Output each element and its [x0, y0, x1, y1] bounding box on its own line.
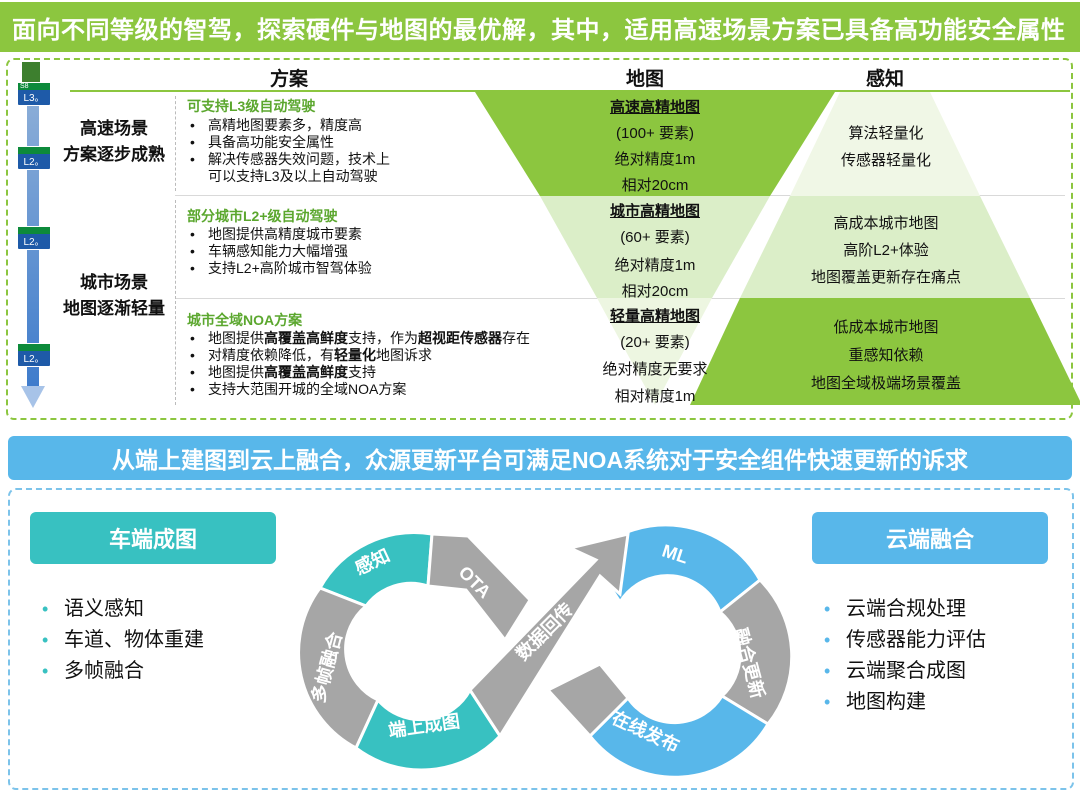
list-item: 地图提供高精度城市要素	[186, 226, 372, 243]
loop-segment-ota	[426, 532, 532, 643]
perception-line: 地图全域极端场景覆盖	[810, 375, 961, 392]
perception-line: 算法轻量化	[848, 125, 924, 142]
plan-title-l2plus: 部分城市L2+级自动驾驶	[187, 208, 338, 224]
scene-highway: 高速场景 方案逐步成熟	[63, 119, 165, 164]
map-line: 相对精度1m	[614, 388, 696, 405]
perception-line: 地图覆盖更新存在痛点	[810, 269, 961, 286]
list-item: 对精度依赖降低，有轻量化地图诉求	[186, 347, 530, 364]
list-item: 具备高功能安全属性	[186, 134, 390, 151]
list-item: 可以支持L3及以上自动驾驶	[208, 168, 378, 184]
map-funnel-urban	[540, 196, 770, 298]
list-item: 车辆感知能力大幅增强	[186, 243, 372, 260]
header-rule	[70, 90, 1070, 92]
map-funnel-highway	[475, 92, 835, 196]
scene-divider-2	[175, 200, 176, 405]
list-item: 解决传感器失效问题，技术上	[186, 151, 390, 168]
cloud-fusion-box: 云端融合	[812, 512, 1048, 564]
cloud-list: 云端合规处理 传感器能力评估 云端聚合成图 地图构建	[820, 594, 986, 718]
bottom-panel	[8, 488, 1074, 790]
list-item: 车道、物体重建	[38, 625, 204, 656]
map-line: 相对20cm	[621, 177, 689, 194]
l3-badge	[22, 62, 40, 88]
vehicle-mapping-box: 车端成图	[30, 512, 276, 564]
map-line: (60+ 要素)	[620, 229, 690, 246]
level-sign-l2-c: L2。	[17, 343, 51, 367]
map-title-urban: 城市高精地图	[609, 203, 700, 220]
level-sign-top-text: S8	[20, 83, 29, 90]
map-line: 相对20cm	[621, 283, 689, 300]
list-item: 云端聚合成图	[820, 656, 986, 687]
list-item: 云端合规处理	[820, 594, 986, 625]
list-item: 多帧融合	[38, 656, 204, 687]
top-banner-text: 面向不同等级的智驾，探索硬件与地图的最优解，其中，适用高速场景方案已具备高功能安…	[12, 16, 1066, 44]
map-title-light: 轻量高精地图	[609, 308, 700, 325]
list-item: 支持L2+高阶城市智驾体验	[186, 260, 372, 277]
loop-arrow-return-head	[545, 662, 631, 739]
list-item: 地图提供高覆盖高鲜度支持	[186, 364, 530, 381]
perception-pyramid-bottom	[690, 298, 1080, 405]
level-sign-l3: L3。	[17, 82, 51, 106]
plan-list-l3: 高精地图要素多，精度高 具备高功能安全属性 解决传感器失效问题，技术上 可以支持…	[186, 117, 390, 185]
header-perception: 感知	[866, 69, 905, 90]
list-item: 地图构建	[820, 687, 986, 718]
loop-segment-data-return	[468, 532, 630, 739]
perception-pyramid-top	[790, 92, 980, 196]
map-line: 绝对精度1m	[614, 257, 696, 274]
middle-banner: 从端上建图到云上融合，众源更新平台可满足NOA系统对于安全组件快速更新的诉求	[8, 436, 1072, 480]
header-map: 地图	[626, 69, 665, 90]
list-item: 高精地图要素多，精度高	[186, 117, 390, 134]
scene-divider-1	[175, 96, 176, 191]
top-panel	[6, 58, 1073, 420]
plan-list-noa: 地图提供高覆盖高鲜度支持，作为超视距传感器存在 对精度依赖降低，有轻量化地图诉求…	[186, 330, 530, 398]
perception-line: 重感知依赖	[848, 347, 924, 364]
list-item: 支持大范围开城的全域NOA方案	[186, 381, 530, 398]
perception-line: 高成本城市地图	[833, 215, 939, 232]
perception-line: 低成本城市地图	[833, 319, 939, 336]
level-sign-l2-b: L2。	[17, 226, 51, 250]
map-line: (100+ 要素)	[616, 125, 694, 142]
axis-arrow-icon	[21, 386, 45, 408]
perception-pyramid-mid	[740, 196, 1030, 298]
map-line: 绝对精度1m	[614, 151, 696, 168]
map-funnel-light	[597, 298, 712, 405]
scene-urban: 城市场景 地图逐渐轻量	[63, 273, 165, 318]
map-line: (20+ 要素)	[620, 334, 690, 351]
map-line: 绝对精度无要求	[602, 361, 708, 378]
perception-line: 高阶L2+体验	[843, 242, 929, 259]
perception-line: 传感器轻量化	[840, 152, 931, 169]
list-item: 语义感知	[38, 594, 204, 625]
level-sign-l2-a: L2。	[17, 146, 51, 170]
middle-banner-text: 从端上建图到云上融合，众源更新平台可满足NOA系统对于安全组件快速更新的诉求	[111, 447, 969, 473]
vehicle-list: 语义感知 车道、物体重建 多帧融合	[38, 594, 204, 687]
map-title-highway: 高速高精地图	[609, 99, 700, 116]
plan-title-l3: 可支持L3级自动驾驶	[187, 98, 316, 114]
loop-segment-multi-frame	[297, 586, 380, 751]
plan-title-noa: 城市全域NOA方案	[187, 312, 303, 328]
top-banner: 面向不同等级的智驾，探索硬件与地图的最优解，其中，适用高速场景方案已具备高功能安…	[0, 2, 1080, 52]
plan-list-l2plus: 地图提供高精度城市要素 车辆感知能力大幅增强 支持L2+高阶城市智驾体验	[186, 226, 372, 277]
list-item: 地图提供高覆盖高鲜度支持，作为超视距传感器存在	[186, 330, 530, 347]
loop-segment-online-release	[587, 693, 771, 779]
list-item: 传感器能力评估	[820, 625, 986, 656]
header-plan: 方案	[270, 69, 309, 90]
